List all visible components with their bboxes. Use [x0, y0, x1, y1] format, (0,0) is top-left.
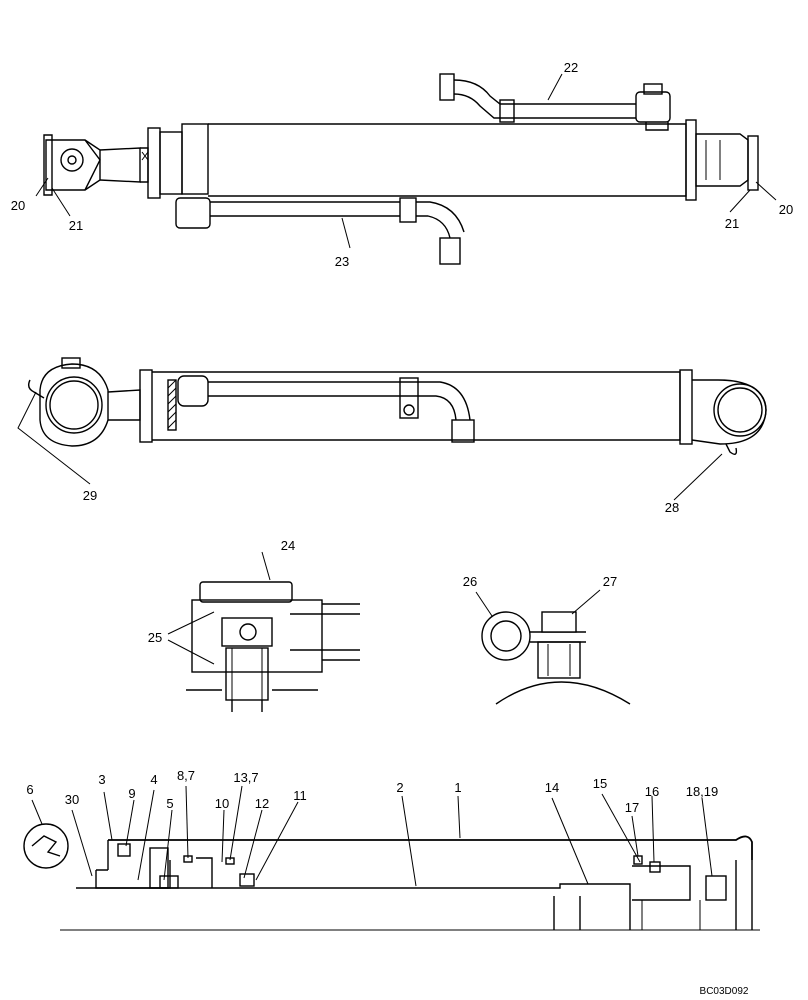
callout-11: 11	[293, 788, 307, 803]
callout-4: 4	[150, 772, 157, 787]
callout-25: 25	[148, 630, 162, 645]
callout-21-right: 21	[725, 216, 739, 231]
cylinder-top-view	[35, 73, 777, 265]
callout-2: 2	[396, 780, 403, 795]
callout-24: 24	[281, 538, 295, 553]
callout-23: 23	[335, 254, 349, 269]
grease-fitting-detail	[475, 589, 631, 705]
callout-10: 10	[215, 796, 229, 811]
callout-20-right: 20	[779, 202, 793, 217]
callout-1: 1	[454, 780, 461, 795]
callout-22: 22	[564, 60, 578, 75]
drawing-code: BC03D092	[700, 986, 749, 997]
callout-3: 3	[98, 772, 105, 787]
callout-13-7: 13,7	[233, 770, 258, 785]
callout-20-left: 20	[11, 198, 25, 213]
callout-17: 17	[625, 800, 639, 815]
callout-15: 15	[593, 776, 607, 791]
callout-26: 26	[463, 574, 477, 589]
callout-14: 14	[545, 780, 559, 795]
callout-8-7: 8,7	[177, 768, 195, 783]
cylinder-section-view	[23, 785, 760, 931]
callout-12: 12	[255, 796, 269, 811]
callout-6: 6	[26, 782, 33, 797]
callout-9: 9	[128, 786, 135, 801]
callout-18-19: 18,19	[686, 784, 719, 799]
callout-5: 5	[166, 796, 173, 811]
callout-28: 28	[665, 500, 679, 515]
callout-16: 16	[645, 784, 659, 799]
callout-30: 30	[65, 792, 79, 807]
cylinder-side-view	[17, 357, 767, 501]
callout-27: 27	[603, 574, 617, 589]
callout-21-left: 21	[69, 218, 83, 233]
callout-labels: 22 20 21 23 21 20 29 28 24 25 26 27 6 30…	[11, 60, 793, 997]
callout-29: 29	[83, 488, 97, 503]
banjo-fitting-detail	[167, 551, 360, 712]
